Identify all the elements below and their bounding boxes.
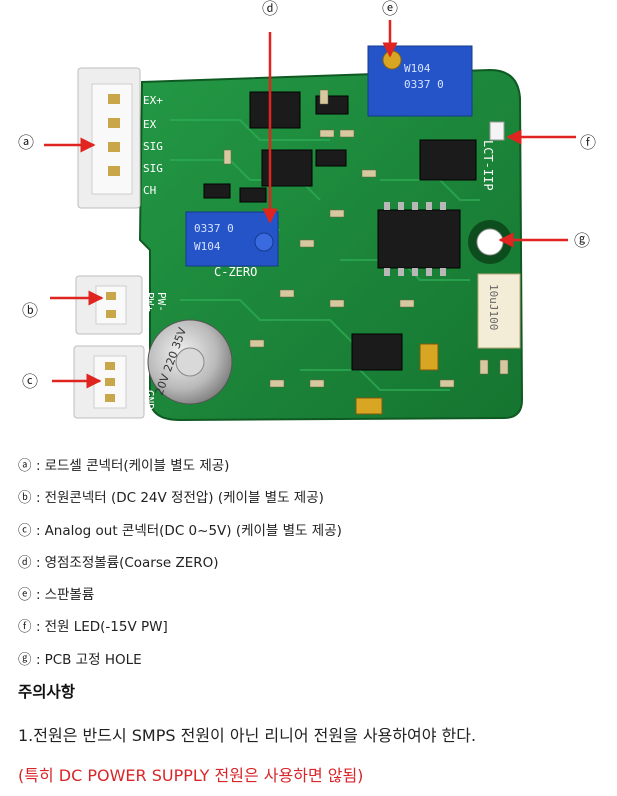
legend-key: ⓒ (18, 522, 32, 539)
legend-item: ⓓ:영점조정볼륨(Coarse ZERO) (18, 549, 608, 581)
silk-sig-minus: SIG (143, 162, 163, 175)
pcb-traces (170, 119, 480, 391)
callout-e: ⓔ (381, 0, 398, 18)
legend-text: PCB 고정 HOLE (44, 651, 142, 668)
span-trimmer: W104 0337 0 (367, 45, 473, 117)
legend-text: Analog out 콘넥터(DC 0~5V) (케이블 별도 제공) (44, 522, 342, 539)
callout-b: ⓑ (21, 301, 38, 320)
legend-key: ⓖ (18, 651, 32, 668)
trimmer-top-label-2: 0337 0 (404, 78, 444, 91)
trimmer-mid-label-2: W104 (194, 240, 221, 253)
silk-pwr-minus: PW- (155, 292, 168, 312)
silk-lct: LCT-IIP (481, 140, 495, 191)
ic-pins (384, 202, 446, 276)
legend-text: 전원 LED(-15V PW] (44, 619, 168, 636)
zero-trimmer: 0337 0 W104 (185, 211, 279, 267)
legend-list: ⓐ:로드셀 콘넥터(케이블 별도 제공) ⓑ:전원콘넥터 (DC 24V 정전압… (18, 452, 608, 678)
legend-item: ⓐ:로드셀 콘넥터(케이블 별도 제공) (18, 452, 608, 484)
legend-item: ⓔ:스판볼륨 (18, 581, 608, 613)
silk-sig-plus: SIG (143, 140, 163, 153)
legend-item: ⓖ:PCB 고정 HOLE (18, 646, 608, 678)
analog-out-connector (73, 345, 145, 419)
callout-arrows (44, 20, 576, 389)
silk-c-zero: C-ZERO (214, 265, 257, 279)
tantalum-cap (419, 343, 439, 371)
power-resistor: 10uJ100 (477, 273, 521, 349)
callout-c: ⓒ (21, 372, 38, 391)
trimmer-mid-label: 0337 0 (194, 222, 234, 235)
mounting-hole (476, 228, 504, 256)
legend-text: 스판볼륨 (44, 587, 95, 604)
legend-item: ⓕ:전원 LED(-15V PW] (18, 613, 608, 645)
trimmer-top-label: W104 (404, 62, 431, 75)
notice-line: 1.전원은 반드시 SMPS 전원이 아닌 리니어 전원을 사용하여야 한다. (18, 726, 477, 745)
legend-key: ⓕ (18, 619, 32, 636)
ic-chips (203, 91, 477, 371)
silk-gnd: GND (143, 390, 156, 410)
electrolytic-capacitor: 20V 220 35V (147, 319, 233, 405)
silk-ch: CH (143, 184, 156, 197)
legend-key: ⓓ (18, 554, 32, 571)
callout-d: ⓓ (261, 0, 278, 18)
callout-f: ⓕ (579, 133, 596, 152)
callout-g: ⓖ (573, 231, 590, 250)
legend-item: ⓒ:Analog out 콘넥터(DC 0~5V) (케이블 별도 제공) (18, 517, 608, 549)
notice-warning: (특히 DC POWER SUPPLY 전원은 사용하면 않됨) (18, 766, 364, 785)
smd-components (223, 89, 509, 388)
tantalum-cap-2 (355, 397, 383, 415)
resistor-label: 10uJ100 (487, 284, 500, 330)
legend-key: ⓔ (18, 587, 32, 604)
silk-ex-minus: EX (143, 118, 157, 131)
loadcell-connector (77, 67, 141, 209)
legend-item: ⓑ:전원콘넥터 (DC 24V 정전압) (케이블 별도 제공) (18, 484, 608, 516)
notice-title: 주의사항 (18, 683, 76, 701)
legend-key: ⓑ (18, 490, 32, 507)
legend-text: 로드셀 콘넥터(케이블 별도 제공) (44, 458, 230, 474)
callout-a: ⓐ (17, 133, 34, 152)
legend-key: ⓐ (18, 458, 32, 474)
silk-ex-plus: EX+ (143, 94, 163, 107)
power-connector (75, 275, 143, 335)
pcb-photo: EX+ EX SIG SIG CH PW+ PW- GND C-ZERO LCT… (44, 20, 576, 422)
legend-text: 영점조정볼륨(Coarse ZERO) (44, 554, 219, 571)
legend-text: 전원콘넥터 (DC 24V 정전압) (케이블 별도 제공) (44, 490, 324, 507)
silk-pwr: PW+ (143, 292, 156, 312)
power-led (489, 121, 505, 141)
